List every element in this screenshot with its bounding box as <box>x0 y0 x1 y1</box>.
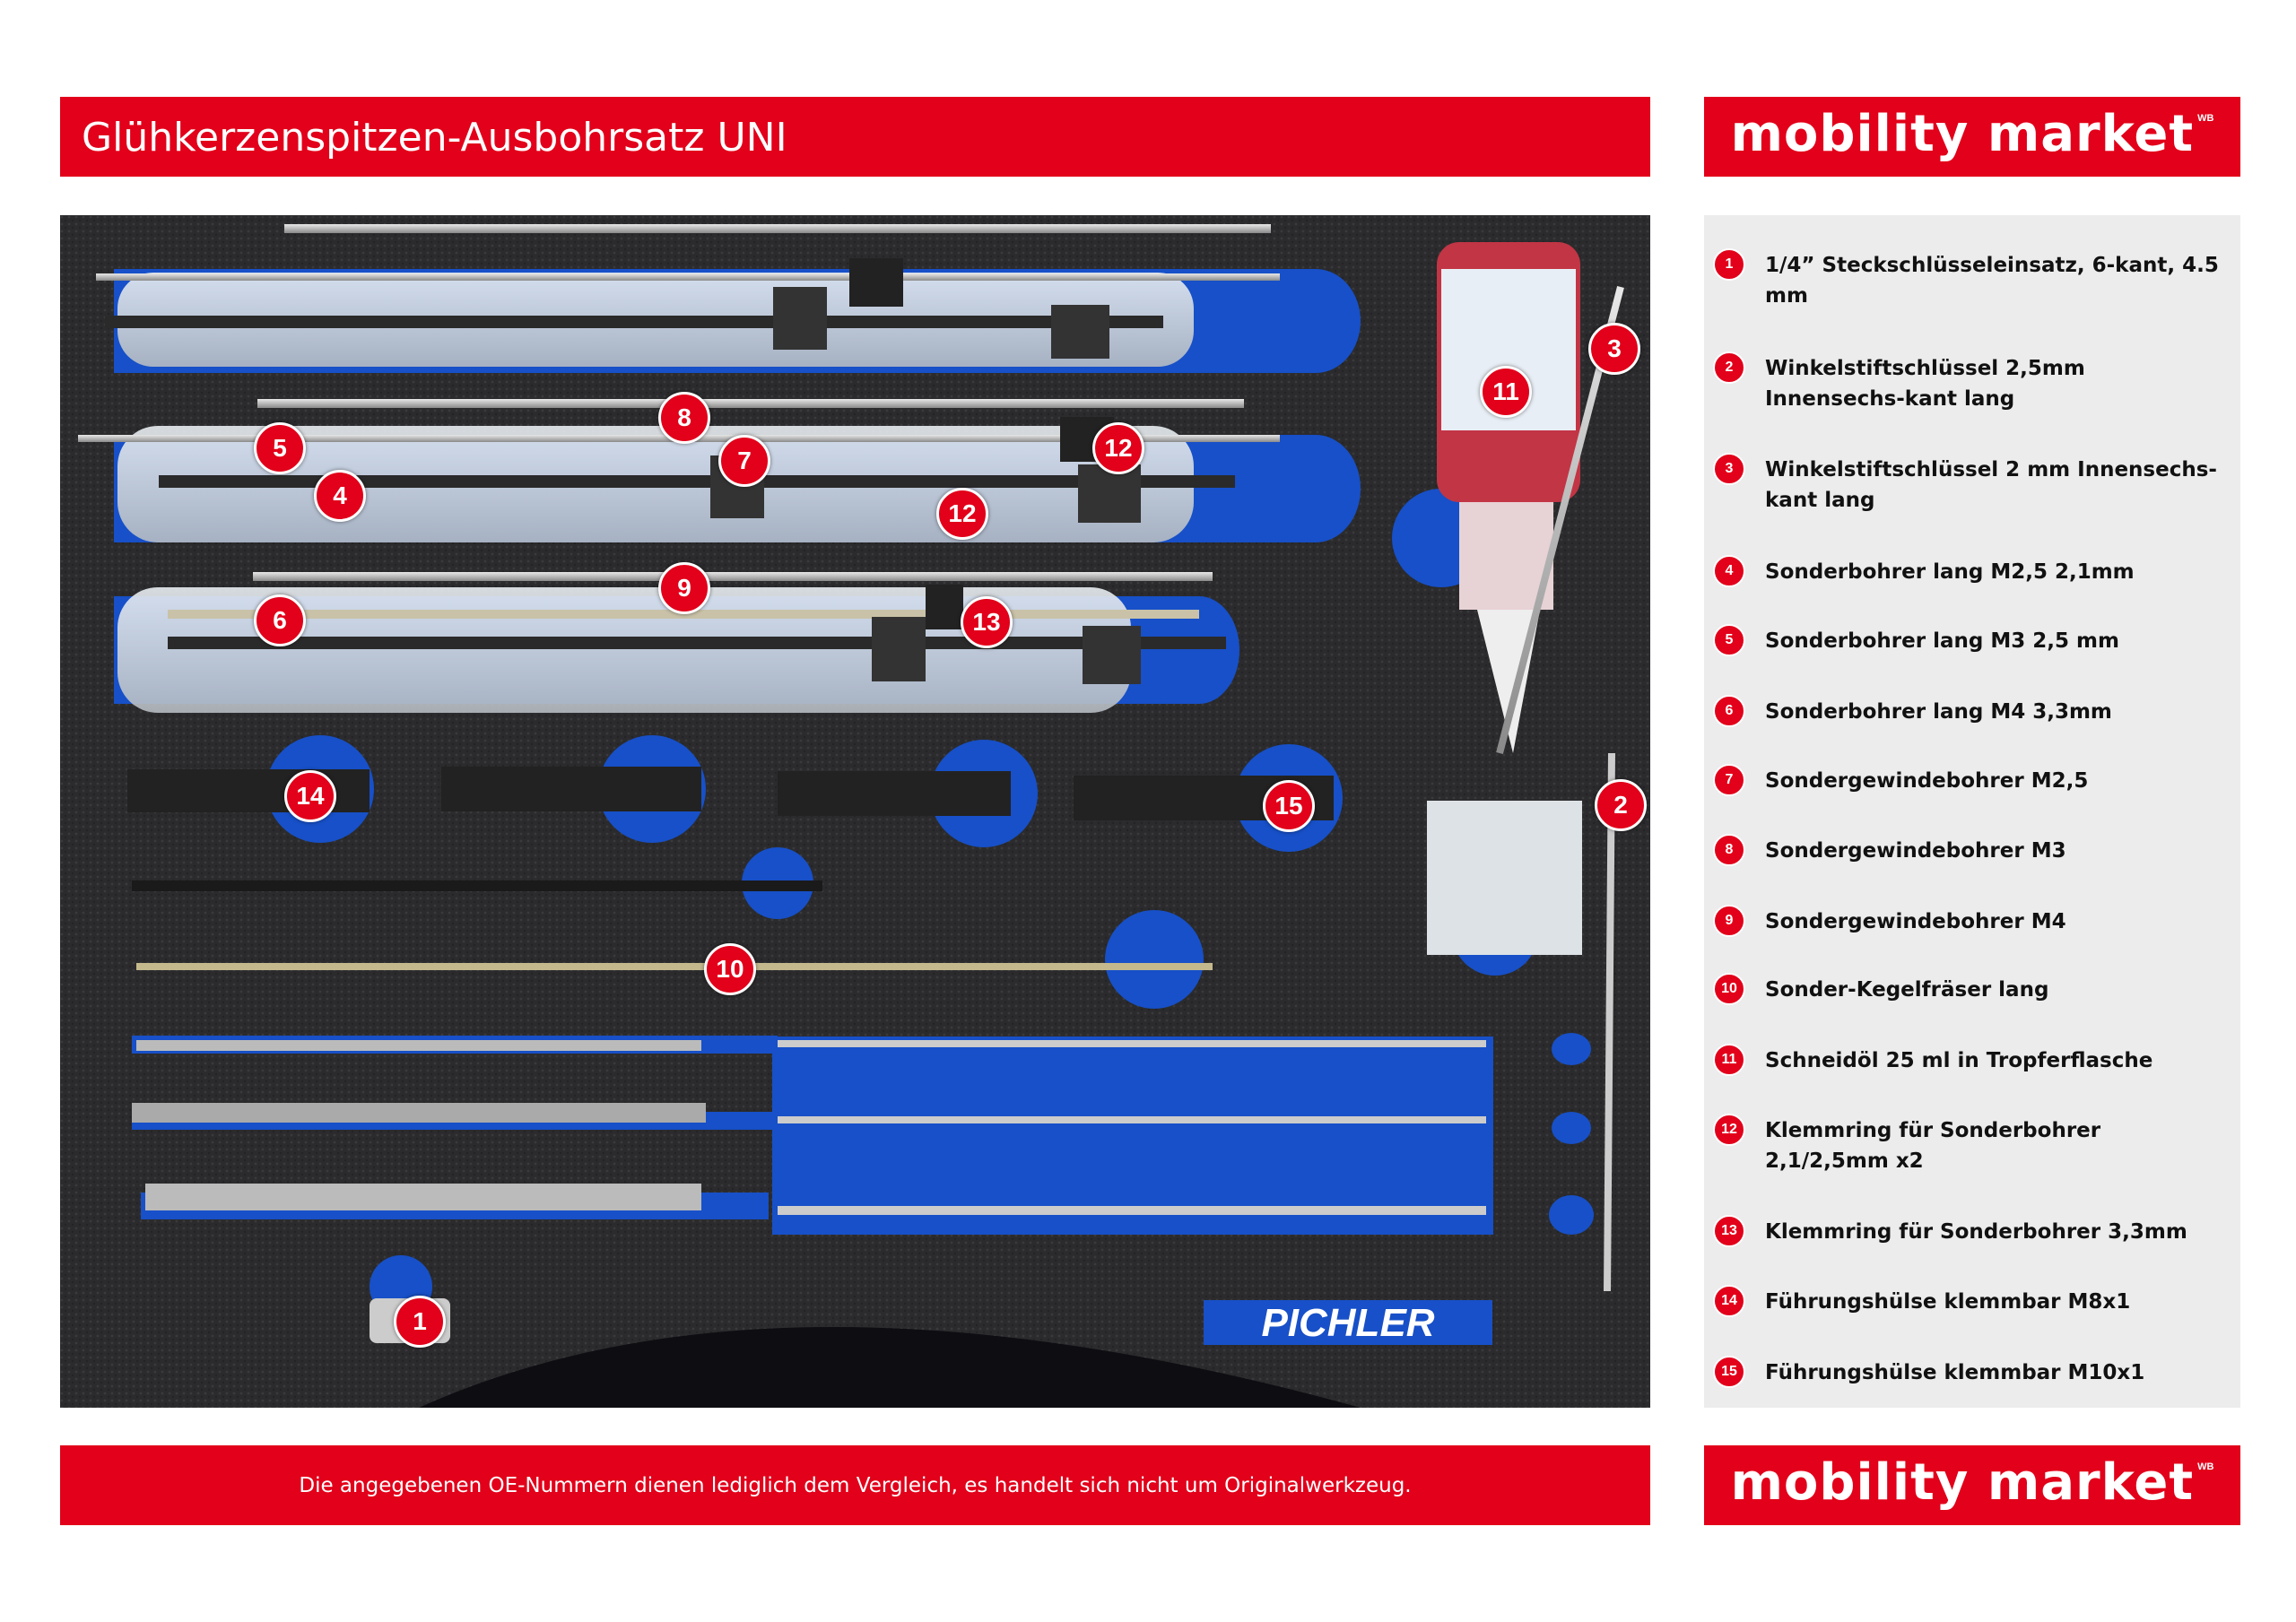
item-number-badge: 8 <box>1713 834 1745 866</box>
item-number-badge: 6 <box>1713 695 1745 727</box>
disclaimer-bar: Die angegebenen OE-Nummern dienen ledigl… <box>60 1445 1650 1525</box>
item-number-badge: 3 <box>1713 453 1745 485</box>
logo-superscript: WB <box>2197 1462 2214 1472</box>
callout-11: 11 <box>1480 366 1532 418</box>
item-number-badge: 4 <box>1713 555 1745 587</box>
item-number-badge: 12 <box>1713 1114 1745 1146</box>
item-number-badge: 15 <box>1713 1356 1745 1388</box>
item-label: Sondergewindebohrer M4 <box>1765 910 2066 933</box>
logo-text: mobility market <box>1730 1453 2195 1512</box>
item-number-badge: 2 <box>1713 351 1745 384</box>
item-number-badge: 14 <box>1713 1285 1745 1317</box>
disclaimer-text: Die angegebenen OE-Nummern dienen ledigl… <box>299 1473 1412 1497</box>
item-number-badge: 7 <box>1713 764 1745 796</box>
title-bar: Glühkerzenspitzen-Ausbohrsatz UNI <box>60 97 1650 177</box>
callout-6: 6 <box>254 594 306 646</box>
tool-kit-photo: PICHLER 7 4 12 11 3 8 5 12 9 6 13 14 15 … <box>60 215 1650 1408</box>
callout-4: 4 <box>314 470 366 522</box>
item-label: Sondergewindebohrer M3 <box>1765 839 2066 863</box>
callout-12: 12 <box>936 488 988 540</box>
callout-14: 14 <box>284 770 336 822</box>
item-label: Winkelstiftschlüssel 2,5mm Innensechs-ka… <box>1765 357 2085 411</box>
callout-13: 13 <box>961 596 1013 648</box>
item-label: 1/4” Steckschlüsseleinsatz, 6-kant, 4.5 … <box>1765 254 2219 308</box>
item-label: Winkelstiftschlüssel 2 mm Innensechs-kan… <box>1765 458 2217 512</box>
item-label: Klemmring für Sonderbohrer 3,3mm <box>1765 1220 2187 1244</box>
callout-8: 8 <box>658 392 710 444</box>
parts-list: 1 1/4” Steckschlüsseleinsatz, 6-kant, 4.5… <box>1704 215 2240 1408</box>
page-title: Glühkerzenspitzen-Ausbohrsatz UNI <box>82 115 787 160</box>
brand-logo-footer: mobility market WB <box>1704 1445 2240 1525</box>
tool-kit-illustration: PICHLER <box>60 215 1650 1408</box>
item-number-badge: 5 <box>1713 624 1745 656</box>
item-label: Führungshülse klemmbar M10x1 <box>1765 1361 2145 1384</box>
callout-3: 3 <box>1588 323 1640 375</box>
item-label: Schneidöl 25 ml in Tropferflasche <box>1765 1049 2153 1072</box>
callout-2: 2 <box>1595 779 1647 831</box>
callout-9: 9 <box>658 562 710 614</box>
callout-10: 10 <box>704 943 756 995</box>
pichler-brand-text: PICHLER <box>1261 1301 1434 1345</box>
item-number-badge: 13 <box>1713 1215 1745 1247</box>
item-number-badge: 11 <box>1713 1044 1745 1076</box>
logo-text: mobility market <box>1730 105 2195 163</box>
item-label: Sonderbohrer lang M4 3,3mm <box>1765 700 2112 724</box>
item-label: Sonderbohrer lang M3 2,5 mm <box>1765 629 2119 653</box>
item-number-badge: 10 <box>1713 973 1745 1005</box>
item-label: Führungshülse klemmbar M8x1 <box>1765 1290 2131 1314</box>
callout-12b: 12 <box>1092 422 1144 474</box>
item-label: Sonderbohrer lang M2,5 2,1mm <box>1765 560 2135 584</box>
callout-1: 1 <box>394 1296 446 1348</box>
callout-7: 7 <box>718 435 770 487</box>
callout-15: 15 <box>1263 780 1315 832</box>
item-label: Klemmring für Sonderbohrer 2,1/2,5mm x2 <box>1765 1119 2101 1173</box>
logo-superscript: WB <box>2197 113 2214 124</box>
item-label: Sondergewindebohrer M2,5 <box>1765 769 2089 793</box>
item-number-badge: 9 <box>1713 905 1745 937</box>
item-label: Sonder-Kegelfräser lang <box>1765 978 2049 1002</box>
callout-5: 5 <box>254 422 306 474</box>
brand-logo: mobility market WB <box>1704 97 2240 177</box>
item-number-badge: 1 <box>1713 248 1745 281</box>
